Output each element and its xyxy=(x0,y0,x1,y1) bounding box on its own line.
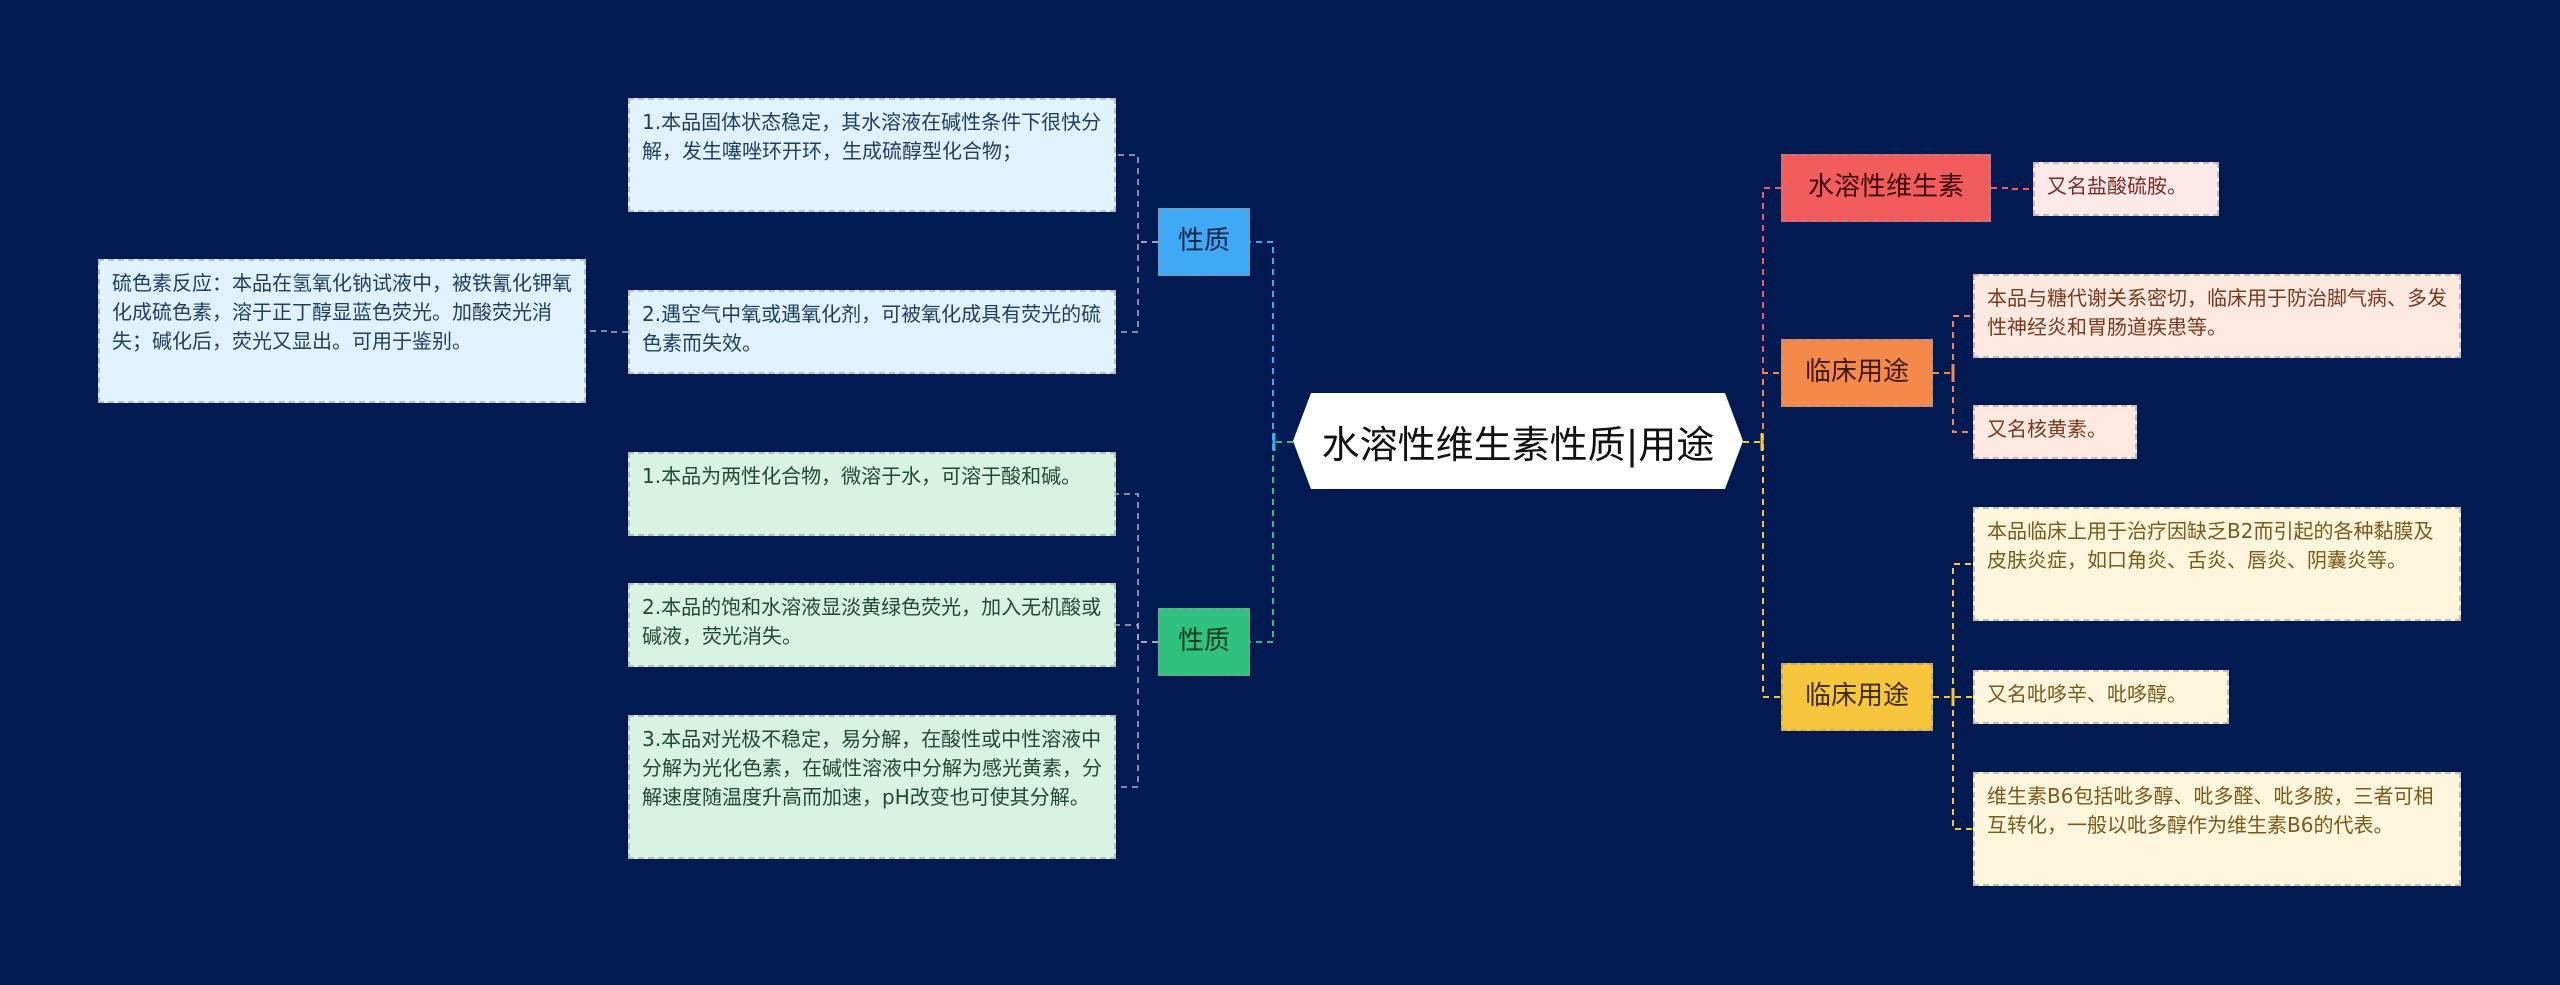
leaf-text: 3.本品对光极不稳定，易分解，在酸性或中性溶液中分解为光化色素，在碱性溶液中分解… xyxy=(642,727,1102,809)
branch-clinical-use-1[interactable]: 临床用途 xyxy=(1781,339,1933,407)
leaf-properties-2-item-2[interactable]: 2.本品的饱和水溶液显淡黄绿色荧光，加入无机酸或碱液，荧光消失。 xyxy=(628,583,1116,667)
branch-label: 性质 xyxy=(1177,226,1230,257)
leaf-clinical-use-1-item-1[interactable]: 本品与糖代谢关系密切，临床用于防治脚气病、多发性神经炎和胃肠道疾患等。 xyxy=(1973,274,2461,358)
leaf-text: 本品与糖代谢关系密切，临床用于防治脚气病、多发性神经炎和胃肠道疾患等。 xyxy=(1987,286,2447,339)
leaf-properties-2-item-1[interactable]: 1.本品为两性化合物，微溶于水，可溶于酸和碱。 xyxy=(628,452,1116,536)
leaf-text: 硫色素反应：本品在氢氧化钠试液中，被铁氰化钾氧化成硫色素，溶于正丁醇显蓝色荧光。… xyxy=(112,271,572,353)
leaf-properties-1-item-1[interactable]: 1.本品固体状态稳定，其水溶液在碱性条件下很快分解，发生噻唑环开环，生成硫醇型化… xyxy=(628,98,1116,212)
connector-line xyxy=(1743,372,1781,443)
central-topic-label: 水溶性维生素性质|用途 xyxy=(1321,422,1715,467)
connector-line xyxy=(1116,624,1158,643)
branch-clinical-use-2[interactable]: 临床用途 xyxy=(1781,663,1933,731)
leaf-text: 又名盐酸硫胺。 xyxy=(2047,174,2187,198)
connector-line xyxy=(586,330,628,333)
branch-properties-2[interactable]: 性质 xyxy=(1158,608,1250,676)
leaf-thiamine-alias[interactable]: 又名盐酸硫胺。 xyxy=(2033,162,2219,216)
connector-line xyxy=(1116,641,1158,788)
branch-label: 临床用途 xyxy=(1804,681,1909,712)
central-topic[interactable]: 水溶性维生素性质|用途 xyxy=(1293,393,1743,489)
leaf-text: 本品临床上用于治疗因缺乏B2而引起的各种黏膜及皮肤炎症，如口角炎、舌炎、唇炎、阴… xyxy=(1987,519,2434,572)
leaf-properties-2-item-3[interactable]: 3.本品对光极不稳定，易分解，在酸性或中性溶液中分解为光化色素，在碱性溶液中分解… xyxy=(628,715,1116,859)
connector-line xyxy=(1933,372,1973,433)
connector-line xyxy=(1991,187,2033,190)
leaf-text: 维生素B6包括吡多醇、吡多醛、吡多胺，三者可相互转化，一般以吡多醇作为维生素B6… xyxy=(1987,784,2434,837)
connector-line xyxy=(1933,696,1973,830)
branch-water-soluble-vitamin[interactable]: 水溶性维生素 xyxy=(1781,154,1991,222)
leaf-text: 1.本品固体状态稳定，其水溶液在碱性条件下很快分解，发生噻唑环开环，生成硫醇型化… xyxy=(642,110,1102,163)
leaf-clinical-use-2-item-3[interactable]: 维生素B6包括吡多醇、吡多醛、吡多胺，三者可相互转化，一般以吡多醇作为维生素B6… xyxy=(1973,772,2461,886)
connector-line xyxy=(1250,241,1293,443)
connector-line xyxy=(1743,441,1781,698)
connector-line xyxy=(1933,315,1973,374)
leaf-text: 又名核黄素。 xyxy=(1987,417,2107,441)
connector-line xyxy=(1116,493,1158,643)
branch-label: 水溶性维生素 xyxy=(1807,172,1964,203)
leaf-clinical-use-2-item-1[interactable]: 本品临床上用于治疗因缺乏B2而引起的各种黏膜及皮肤炎症，如口角炎、舌炎、唇炎、阴… xyxy=(1973,507,2461,621)
leaf-text: 2.遇空气中氧或遇氧化剂，可被氧化成具有荧光的硫色素而失效。 xyxy=(642,302,1102,355)
branch-properties-1[interactable]: 性质 xyxy=(1158,208,1250,276)
leaf-pyridoxine-alias[interactable]: 又名吡哆辛、吡哆醇。 xyxy=(1973,670,2229,724)
leaf-text: 1.本品为两性化合物，微溶于水，可溶于酸和碱。 xyxy=(642,464,1082,488)
connector-line xyxy=(1743,187,1781,443)
connector-line xyxy=(1933,563,1973,698)
connector-line xyxy=(1116,241,1158,333)
branch-label: 性质 xyxy=(1177,626,1230,657)
connector-line xyxy=(1250,441,1293,643)
leaf-text: 又名吡哆辛、吡哆醇。 xyxy=(1987,682,2187,706)
leaf-riboflavin-alias[interactable]: 又名核黄素。 xyxy=(1973,405,2137,459)
connector-line xyxy=(1116,154,1158,243)
branch-label: 临床用途 xyxy=(1804,357,1909,388)
leaf-text: 2.本品的饱和水溶液显淡黄绿色荧光，加入无机酸或碱液，荧光消失。 xyxy=(642,595,1102,648)
leaf-thiochrome-reaction[interactable]: 硫色素反应：本品在氢氧化钠试液中，被铁氰化钾氧化成硫色素，溶于正丁醇显蓝色荧光。… xyxy=(98,259,586,403)
leaf-properties-1-item-2[interactable]: 2.遇空气中氧或遇氧化剂，可被氧化成具有荧光的硫色素而失效。 xyxy=(628,290,1116,374)
